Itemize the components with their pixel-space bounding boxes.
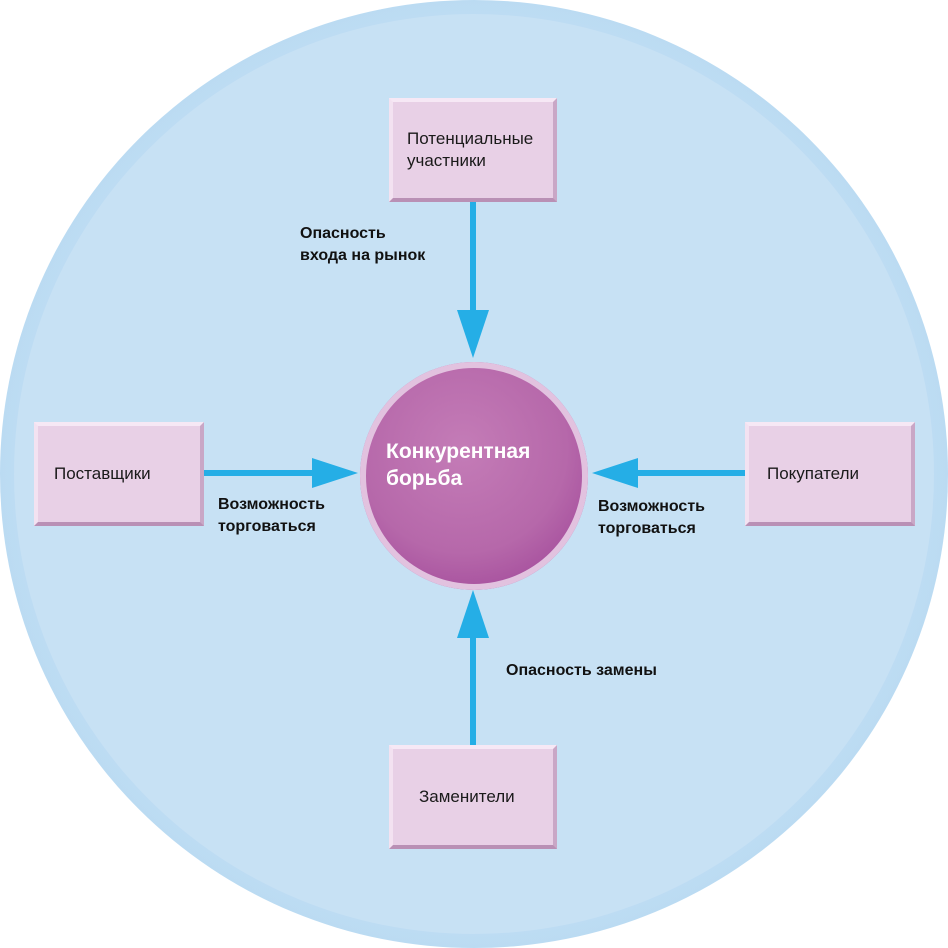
- arrow-right-head: [592, 458, 638, 488]
- force-label-top-line2: участники: [407, 151, 486, 170]
- force-label-top-line1: Потенциальные: [407, 129, 534, 148]
- arrow-label-left-line1: Возможность: [218, 496, 325, 513]
- arrow-bottom-head: [457, 590, 489, 638]
- arrow-label-right: Возможность торговаться: [598, 496, 705, 540]
- force-label-right: Покупатели: [767, 464, 859, 483]
- arrow-top-head: [457, 310, 489, 358]
- arrow-label-right-line2: торговаться: [598, 520, 696, 537]
- arrow-label-top-line1: Опасность: [300, 225, 386, 242]
- center-label-line2: борьба: [386, 467, 463, 490]
- center-label: Конкурентная борьба: [386, 438, 576, 492]
- force-box-suppliers: Поставщики: [34, 422, 204, 526]
- force-box-potential-entrants: Потенциальные участники: [389, 98, 557, 202]
- force-box-buyers: Покупатели: [745, 422, 915, 526]
- arrow-left-head: [312, 458, 358, 488]
- force-box-substitutes: Заменители: [389, 745, 557, 849]
- arrow-label-top: Опасность входа на рынок: [300, 223, 425, 267]
- arrow-label-right-line1: Возможность: [598, 498, 705, 515]
- force-label-left: Поставщики: [54, 464, 151, 483]
- center-label-line1: Конкурентная: [386, 440, 531, 463]
- arrow-label-bottom: Опасность замены: [506, 660, 657, 682]
- arrow-label-left-line2: торговаться: [218, 518, 316, 535]
- force-label-bottom: Заменители: [419, 787, 515, 806]
- arrow-label-top-line2: входа на рынок: [300, 247, 426, 264]
- center-node-competition: Конкурентная борьба: [360, 362, 588, 590]
- arrow-label-bottom-line1: Опасность замены: [506, 662, 657, 679]
- arrow-label-left: Возможность торговаться: [218, 494, 325, 538]
